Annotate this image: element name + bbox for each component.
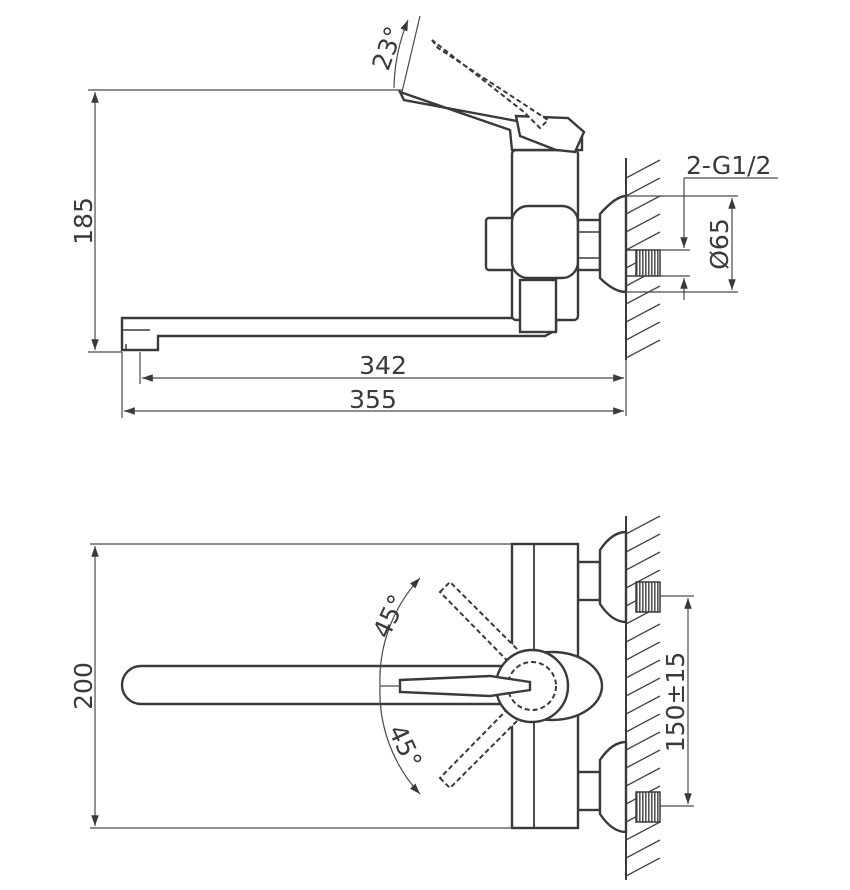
angle-23-label: 23°: [366, 22, 408, 74]
angle-up-label: 45°: [367, 590, 412, 642]
reach-342-dimension: 342: [139, 351, 627, 416]
width-200-label: 200: [69, 662, 98, 710]
top-wall: [625, 515, 661, 880]
side-flange: [598, 194, 661, 294]
thread-dimension: 2-G1/2: [660, 151, 778, 300]
side-view: 23° 185 342 355 2-G1/2: [69, 15, 778, 418]
reach-342-label: 342: [359, 351, 407, 380]
side-angle-dimension: 23°: [366, 15, 421, 93]
height-185-dimension: 185: [69, 89, 402, 353]
side-body: [484, 148, 602, 334]
center-distance-label: 150±15: [661, 652, 690, 752]
diameter-label: Ø65: [705, 218, 734, 270]
top-connector-lower: [576, 740, 661, 834]
diameter-dimension: Ø65: [626, 195, 738, 293]
top-view: 45° 45° 200 150±15: [69, 515, 694, 880]
height-185-label: 185: [69, 197, 98, 245]
center-distance-dimension: 150±15: [660, 595, 694, 807]
top-cartridge: [398, 648, 604, 724]
length-355-label: 355: [349, 385, 397, 414]
side-handle-rotated: [431, 39, 550, 130]
top-connector-upper: [576, 530, 661, 624]
side-handle: [397, 89, 586, 154]
side-spout: [120, 310, 558, 352]
width-200-dimension: 200: [69, 543, 512, 829]
length-355-dimension: 355: [121, 352, 624, 418]
thread-label: 2-G1/2: [686, 151, 771, 180]
angle-down-label: 45°: [383, 720, 428, 772]
